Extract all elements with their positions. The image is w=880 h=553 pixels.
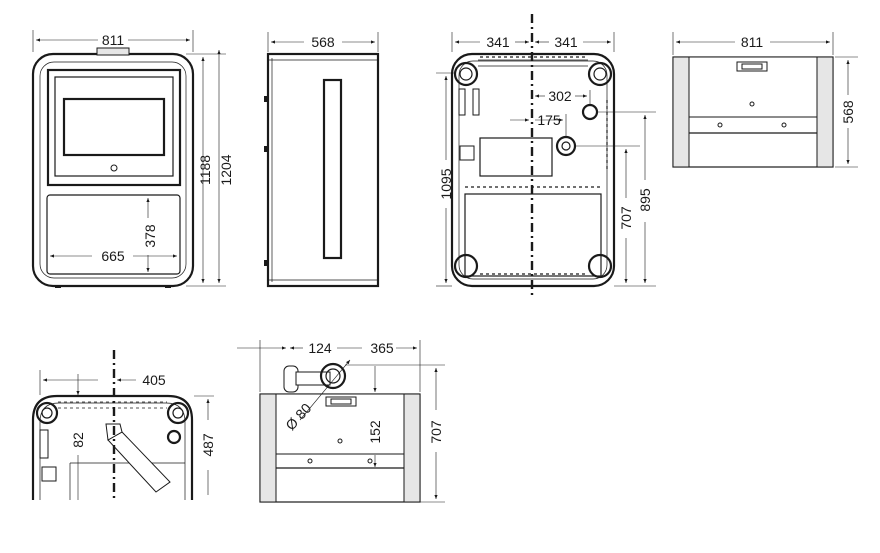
rear-detail-offset-label: 405 bbox=[142, 372, 166, 388]
front-body-inner-outline bbox=[39, 61, 187, 279]
rear-height-707-label: 707 bbox=[618, 206, 634, 230]
flue-height-152-label: 152 bbox=[367, 420, 383, 444]
rear-power-socket bbox=[459, 145, 475, 161]
rear-electronics-panel bbox=[479, 137, 553, 177]
rear-corner-tube-right bbox=[587, 61, 613, 87]
flue-height-707-label: 707 bbox=[428, 420, 444, 444]
flue-top-view: 124 365 Ø 80 152 707 bbox=[237, 340, 445, 503]
top-side-panel-right bbox=[816, 56, 834, 168]
side-panel-slot bbox=[322, 78, 343, 260]
front-door-handle bbox=[110, 164, 118, 172]
rear-half-right-label: 341 bbox=[554, 34, 578, 50]
front-drawer-panel bbox=[46, 194, 181, 275]
front-height-inner-label: 1188 bbox=[197, 155, 213, 185]
rear-view: 341 341 302 175 1095 707 895 bbox=[436, 14, 656, 296]
front-view: 811 1188 1204 665 378 bbox=[31, 30, 234, 288]
front-foot-right bbox=[165, 285, 171, 288]
flue-offset-124-label: 124 bbox=[308, 340, 332, 356]
rear-detail-outline bbox=[31, 394, 194, 500]
rear-offset-302-label: 302 bbox=[548, 88, 572, 104]
rear-flue-outlet bbox=[555, 135, 577, 157]
rear-air-inlet bbox=[581, 103, 599, 121]
side-depth-label: 568 bbox=[311, 34, 335, 50]
flue-pipe-horizontal bbox=[295, 371, 331, 386]
front-door-inner bbox=[54, 76, 174, 177]
rear-lower-panel bbox=[464, 193, 602, 277]
top-width-label: 811 bbox=[741, 34, 764, 50]
side-body-outline bbox=[266, 52, 380, 288]
rear-detail-height-487-label: 487 bbox=[200, 433, 216, 457]
front-drawer-height-label: 378 bbox=[142, 224, 158, 248]
flue-pipe-outlet bbox=[319, 362, 347, 390]
top-side-panel-left bbox=[672, 56, 690, 168]
front-foot-left bbox=[55, 285, 61, 288]
rear-connector-block-left bbox=[458, 88, 466, 116]
rear-height-1095-label: 1095 bbox=[438, 168, 454, 199]
top-view: 811 568 bbox=[672, 32, 858, 168]
rear-corner-tube-left bbox=[453, 61, 479, 87]
rear-height-895-label: 895 bbox=[637, 188, 653, 212]
front-door-frame bbox=[46, 68, 182, 187]
side-view: 568 bbox=[264, 32, 380, 288]
rear-detail-flue-pipe bbox=[107, 431, 171, 493]
rear-half-left-label: 341 bbox=[486, 34, 510, 50]
rear-detail-height-82-label: 82 bbox=[70, 432, 86, 448]
front-door-glass bbox=[62, 97, 166, 157]
front-drawer-width-label: 665 bbox=[101, 248, 125, 264]
top-depth-label: 568 bbox=[840, 100, 856, 124]
front-width-label: 811 bbox=[102, 32, 125, 48]
front-height-outer-label: 1204 bbox=[218, 154, 234, 185]
front-top-flue-cap bbox=[96, 47, 130, 56]
flue-offset-365-label: 365 bbox=[370, 340, 394, 356]
rear-offset-175-label: 175 bbox=[537, 112, 561, 128]
rear-detail-view: 405 82 487 bbox=[31, 350, 216, 500]
